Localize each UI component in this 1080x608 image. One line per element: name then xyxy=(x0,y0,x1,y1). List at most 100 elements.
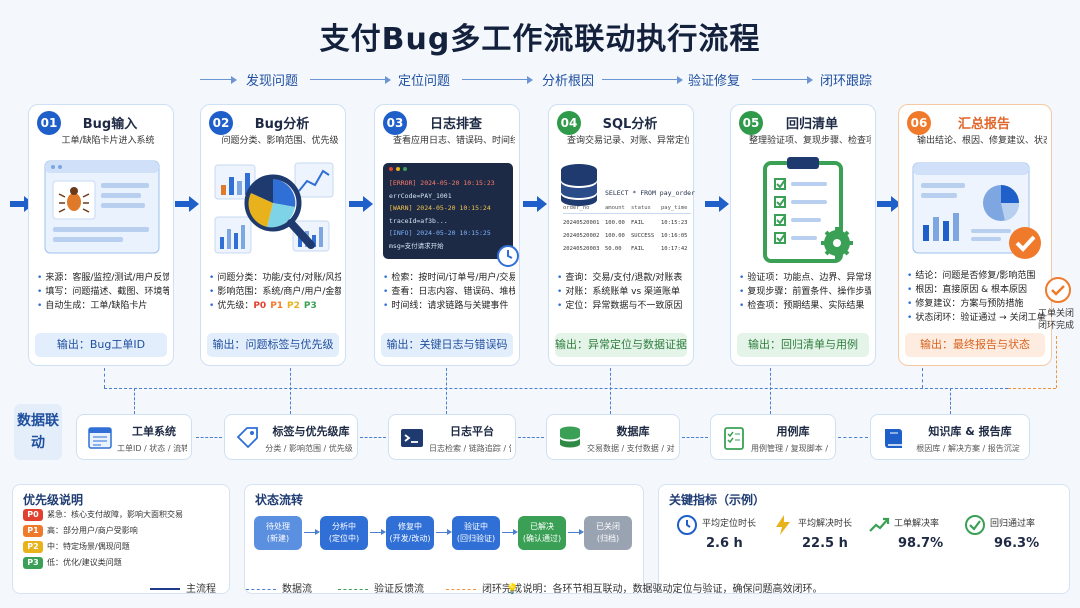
step-number: 04 xyxy=(557,111,581,135)
step-card-summary-report[interactable]: 06 汇总报告 输出结论、根因、修复建议、状态闭环 结论：问题是否修复/影响范围… xyxy=(898,104,1052,366)
system-database[interactable]: 数据库 交易数据 / 支付数据 / 对账数据 xyxy=(546,414,680,460)
close-flow-line xyxy=(1008,388,1056,389)
close-note: 工单关闭闭环完成 xyxy=(1037,309,1074,331)
panel-title: 优先级说明 xyxy=(23,493,84,507)
priority-label: 优先级： xyxy=(217,301,254,311)
status-verifying[interactable]: 验证中(回归验证) xyxy=(452,516,500,550)
bullet: 查询：交易/支付/退款/对账表 xyxy=(557,271,689,285)
kpi-name: 平均定位时长 xyxy=(702,519,757,529)
status-sub: (定位中) xyxy=(328,534,360,543)
status-fixing[interactable]: 修复中(开发/改动) xyxy=(386,516,434,550)
clock-icon xyxy=(497,245,519,267)
bullet: 检索：按时间/订单号/用户/交易号 xyxy=(383,271,515,285)
kpi-value: 98.7% xyxy=(898,536,944,551)
step-card-bug-analysis[interactable]: 02 Bug分析 问题分类、影响范围、优先级 问题分类：功能/支付/对账/风控.… xyxy=(200,104,346,366)
legend-line xyxy=(446,588,476,590)
status-name: 待处理 xyxy=(266,522,290,531)
table-cell: 50.00 xyxy=(605,246,622,252)
step-title: SQL分析 xyxy=(602,117,658,132)
step-number: 03 xyxy=(383,111,407,135)
bullet: 对账：系统账单 vs 渠道账单 xyxy=(557,285,689,299)
status-closed[interactable]: 已关闭(归档) xyxy=(584,516,632,550)
phase-locate: 定位问题 xyxy=(398,74,451,89)
legend-main: 主流程 xyxy=(150,580,216,595)
legend-label: 数据流 xyxy=(282,584,312,595)
system-desc: 分类 / 影响范围 / 优先级 xyxy=(265,444,353,453)
table-header: status xyxy=(631,205,651,211)
system-tags[interactable]: 标签与优先级库 分类 / 影响范围 / 优先级 xyxy=(224,414,358,460)
panel-title: 关键指标（示例） xyxy=(669,493,766,507)
legend-label: 闭环完成 xyxy=(482,584,522,595)
phase-arrow xyxy=(752,76,813,84)
legend-label: 验证反馈流 xyxy=(374,584,424,595)
log-line: [INFO] 2024-05-20 10:15:25 xyxy=(389,229,491,237)
priority-tag: P3 xyxy=(23,557,43,569)
bullet: 检查项：预期结果、实际结果 xyxy=(739,299,871,313)
bullet: 查看：日志内容、错误码、堆栈 xyxy=(383,285,515,299)
status-pending[interactable]: 待处理(新建) xyxy=(254,516,302,550)
data-flow-line xyxy=(950,388,951,414)
step-subtitle: 工单/缺陷卡片进入系统 xyxy=(61,136,155,146)
step-subtitle: 查看应用日志、错误码、时间线 xyxy=(393,136,515,146)
panel-title: 状态流转 xyxy=(255,493,304,507)
legend-verify: 验证反馈流 xyxy=(338,580,424,595)
legend-line xyxy=(150,588,180,590)
priority-desc: 中：特定场景/偶现问题 xyxy=(47,542,130,551)
step-title: 日志排查 xyxy=(429,117,482,132)
table-cell: 100.00 xyxy=(605,233,625,239)
step-number: 06 xyxy=(907,111,931,135)
step-number: 01 xyxy=(37,111,61,135)
step-title: 回归清单 xyxy=(785,117,838,132)
step-card-regression-list[interactable]: 05 回归清单 整理验证项、复现步骤、检查项 验证项：功能点、边界、异常场景 复… xyxy=(730,104,876,366)
table-cell: SUCCESS xyxy=(631,233,655,239)
step-subtitle: 整理验证项、复现步骤、检查项 xyxy=(749,136,871,146)
sql-query: SELECT * FROM pay_order xyxy=(605,189,696,197)
status-panel: 状态流转 xyxy=(244,484,644,594)
bullet: 时间线：请求链路与关键事件 xyxy=(383,299,515,313)
legend-label: 主流程 xyxy=(186,584,216,595)
database-icon xyxy=(561,164,597,206)
system-logs[interactable]: 日志平台 日志检索 / 链路追踪 / 告警 xyxy=(388,414,516,460)
legend-line xyxy=(246,588,276,590)
system-knowledge[interactable]: 知识库 & 报告库 根因库 / 解决方案 / 报告沉淀 xyxy=(870,414,1030,460)
status-analyzing[interactable]: 分析中(定位中) xyxy=(320,516,368,550)
system-ticket[interactable]: 工单系统 工单ID / 状态 / 流转记录 xyxy=(76,414,192,460)
data-flow-line xyxy=(838,437,868,438)
kpi-value: 96.3% xyxy=(994,536,1040,551)
table-header: pay_time xyxy=(661,205,688,211)
status-resolved[interactable]: 已解决(确认通过) xyxy=(518,516,566,550)
bullet: 修复建议：方案与预防措施 xyxy=(907,297,1047,311)
step-bullets: 结论：问题是否修复/影响范围 根因：直接原因 & 根本原因 修复建议：方案与预防… xyxy=(907,269,1047,325)
tag-icon xyxy=(236,427,258,449)
step-output: 输出：异常定位与数据证据 xyxy=(555,333,687,357)
step-card-log-check[interactable]: 03 日志排查 查看应用日志、错误码、时间线 [ERROR] 2024-05-2… xyxy=(374,104,520,366)
data-flow-line xyxy=(360,437,386,438)
step-card-sql-analysis[interactable]: 04 SQL分析 查询交易记录、对账、异常定位 SELECT * FROM pa… xyxy=(548,104,696,366)
step-bullets: 来源：客服/监控/测试/用户反馈 填写：问题描述、截图、环境等 自动生成：工单/… xyxy=(37,271,169,313)
system-desc: 日志检索 / 链路追踪 / 告警 xyxy=(429,444,511,453)
step-number: 05 xyxy=(739,111,763,135)
lightbulb-icon: 💡 xyxy=(506,584,519,595)
system-name: 标签与优先级库 xyxy=(272,425,350,438)
system-cases[interactable]: 用例库 用例管理 / 复现脚本 / 结果记录 xyxy=(710,414,836,460)
legend-note: 💡说明：各环节相互联动，数据驱动定位与验证，确保问题高效闭环。 xyxy=(506,580,822,595)
bullet: 根因：直接原因 & 根本原因 xyxy=(907,283,1047,297)
priority-tag-p3: P3 xyxy=(303,301,317,311)
data-flow-line xyxy=(518,437,544,438)
step-card-bug-input[interactable]: 01 Bug输入 工单/缺陷卡片进入系统 来源：客服/监控/测试/用户反馈 填写… xyxy=(28,104,174,366)
system-desc: 用例管理 / 复现脚本 / 结果记录 xyxy=(751,444,831,453)
status-arrow xyxy=(568,528,584,535)
kpi-name: 回归通过率 xyxy=(990,519,1036,529)
table-header: amount xyxy=(605,205,625,211)
bullet: 影响范围：系统/商户/用户/金额 xyxy=(209,285,341,299)
log-line: [ERROR] 2024-05-20 10:15:23 xyxy=(389,179,495,187)
system-desc: 交易数据 / 支付数据 / 对账数据 xyxy=(587,444,675,453)
kpi-name: 工单解决率 xyxy=(894,519,940,529)
status-arrow xyxy=(304,528,320,535)
checklist-icon xyxy=(724,427,744,450)
bullet: 结论：问题是否修复/影响范围 xyxy=(907,269,1047,283)
bullet: 定位：异常数据与不一致原因 xyxy=(557,299,689,313)
